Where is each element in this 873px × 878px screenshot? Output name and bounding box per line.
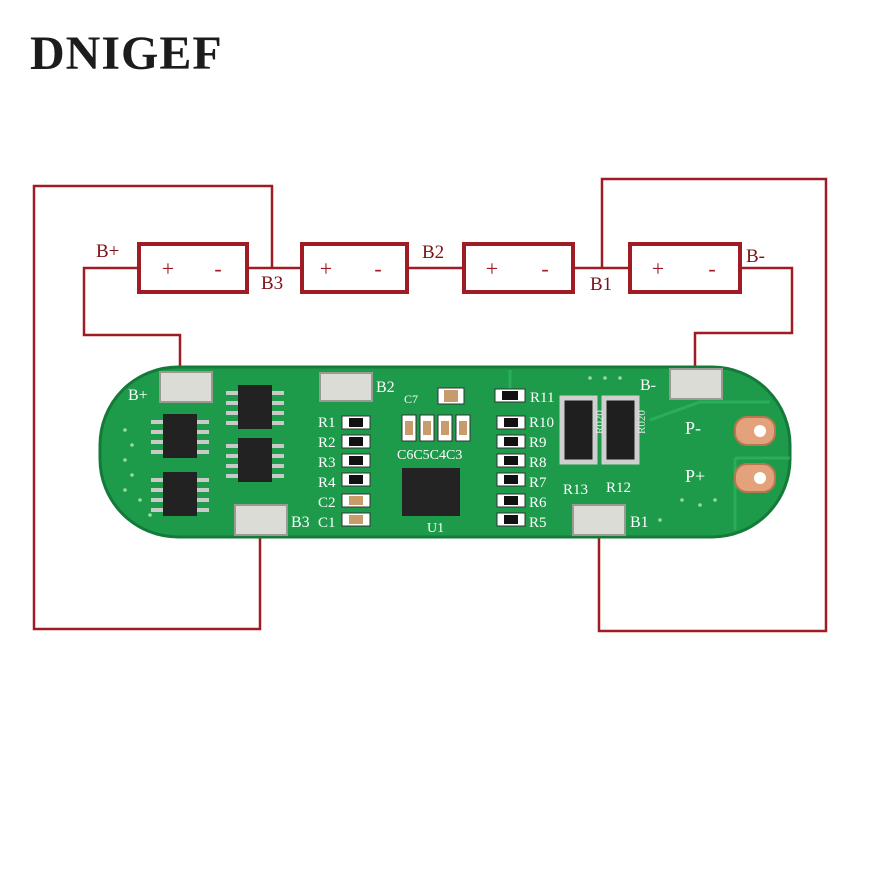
silk-b1: B1 — [630, 514, 649, 531]
mosfet-chips — [163, 385, 272, 516]
silk-right-5: R5 — [529, 515, 547, 531]
label-bminus: B- — [746, 246, 765, 267]
silk-pplus: P+ — [685, 466, 705, 486]
wire-b1-loop — [597, 177, 828, 633]
pcb-board: B+ B2 B- B3 B1 P- P+ R11 C6C5C4C3 C7 U1 … — [98, 365, 792, 539]
silk-bminus: B- — [640, 377, 656, 394]
pad-b3 — [234, 504, 288, 536]
caps-row — [401, 387, 471, 442]
silk-left-2: R3 — [318, 455, 336, 471]
cell-2-minus: - — [374, 256, 381, 281]
label-b1: B1 — [590, 274, 612, 295]
cell-3-minus: - — [541, 256, 548, 281]
silk-left-0: R1 — [318, 415, 336, 431]
silk-right-3: R7 — [529, 475, 547, 491]
silk-r11: R11 — [530, 390, 554, 406]
silk-left-5: C1 — [318, 515, 336, 531]
shunt-r12-marking: R020 — [636, 410, 648, 434]
shunt-r13 — [559, 395, 598, 465]
wire-b3-loop — [32, 184, 274, 631]
cell-4-plus: + — [652, 256, 664, 281]
silk-right-1: R9 — [529, 435, 547, 451]
ic-u1 — [402, 468, 460, 516]
label-bplus: B+ — [96, 241, 119, 262]
silk-b2: B2 — [376, 379, 395, 396]
cell-2-plus: + — [320, 256, 332, 281]
silk-right-0: R10 — [529, 415, 554, 431]
silk-r13: R13 — [563, 482, 588, 498]
silk-caps: C6C5C4C3 — [397, 448, 462, 463]
shunt-r13-marking: R020 — [594, 410, 606, 434]
pad-b1 — [572, 504, 626, 536]
label-b3: B3 — [261, 273, 283, 294]
silk-left-4: C2 — [318, 495, 336, 511]
cell-3: + - — [462, 242, 575, 294]
wire-bplus — [82, 266, 182, 372]
silk-b3: B3 — [291, 514, 310, 531]
wire-group — [32, 177, 828, 633]
pad-b2 — [319, 372, 373, 402]
cell-1: + - — [137, 242, 249, 294]
cell-2: + - — [300, 242, 409, 294]
silk-left-1: R2 — [318, 435, 336, 451]
silk-u1: U1 — [427, 521, 444, 536]
pad-bplus — [159, 371, 213, 403]
silk-c7: C7 — [404, 392, 418, 406]
silk-bplus: B+ — [128, 387, 148, 404]
silk-r12: R12 — [606, 480, 631, 496]
silk-left-3: R4 — [318, 475, 336, 491]
cell-1-minus: - — [214, 256, 221, 281]
label-b2: B2 — [422, 242, 444, 263]
cell-4-minus: - — [708, 256, 715, 281]
silk-pminus: P- — [685, 418, 701, 438]
smd-right — [494, 388, 526, 527]
silk-right-4: R6 — [529, 495, 547, 511]
pad-bminus — [669, 368, 723, 400]
cell-4: + - — [628, 242, 742, 294]
wire-bminus — [693, 266, 794, 372]
brand-logo: DNIGEF — [30, 27, 223, 80]
cell-1-plus: + — [162, 256, 174, 281]
cell-3-plus: + — [486, 256, 498, 281]
silk-right-2: R8 — [529, 455, 547, 471]
shunt-r12 — [601, 395, 640, 465]
smd-left — [341, 415, 371, 527]
